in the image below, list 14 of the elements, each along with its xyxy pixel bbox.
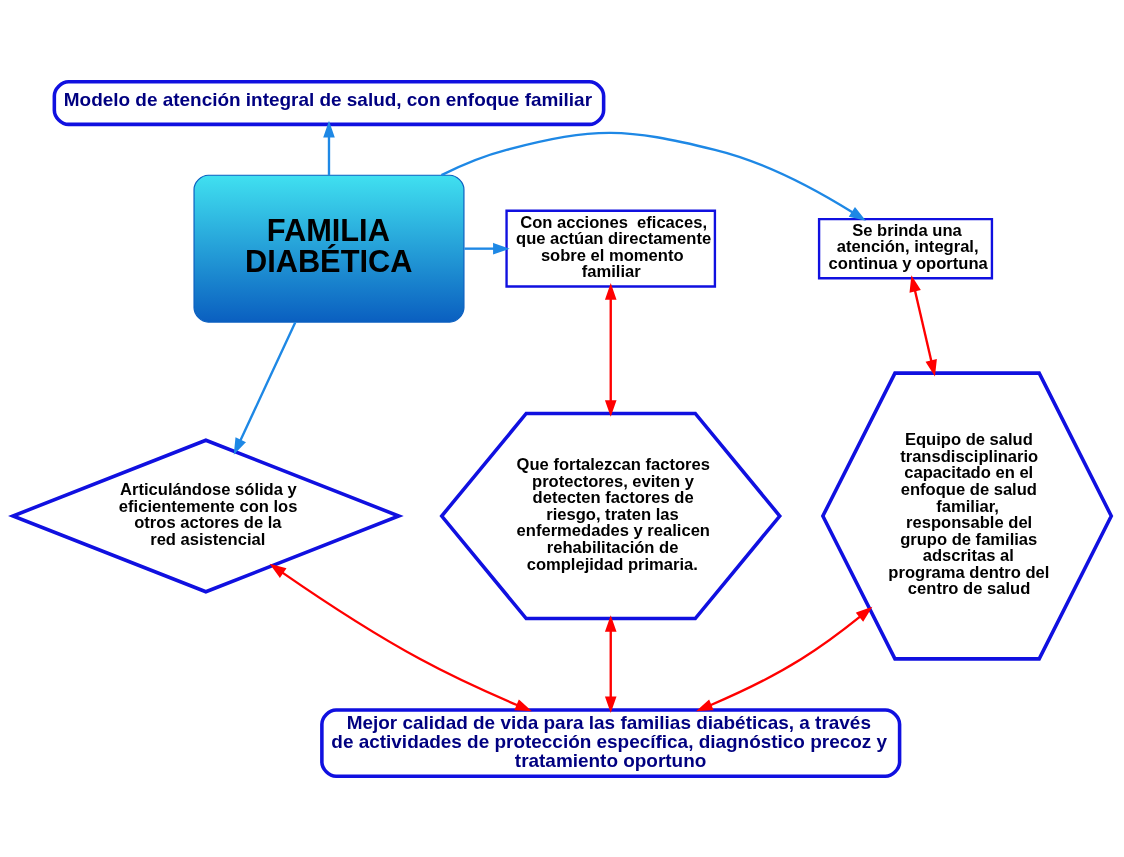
arrow	[464, 242, 510, 254]
arrow	[323, 120, 335, 175]
arrow	[269, 563, 532, 711]
node-box: Se brinda una atención, integral, continua y oportuna	[817, 217, 994, 279]
arrow	[440, 131, 866, 221]
arrow	[909, 274, 937, 377]
arrow	[604, 282, 617, 417]
arrow	[233, 321, 297, 455]
node-box: Con acciones eficaces, que actúan directamente sobre el momento familiar	[505, 209, 717, 288]
arrow	[696, 606, 873, 711]
node-box: Mejor calidad de vida para las familias diabéticas, a través de actividades de protección específica, diagnóstico precoz y tratamiento oportuno	[320, 707, 902, 778]
node-box: FAMILIA DIABÉTICA	[193, 174, 465, 323]
arrow	[604, 614, 617, 713]
node-box: Modelo de atención integral de salud, con enfoque familiar	[52, 79, 606, 126]
